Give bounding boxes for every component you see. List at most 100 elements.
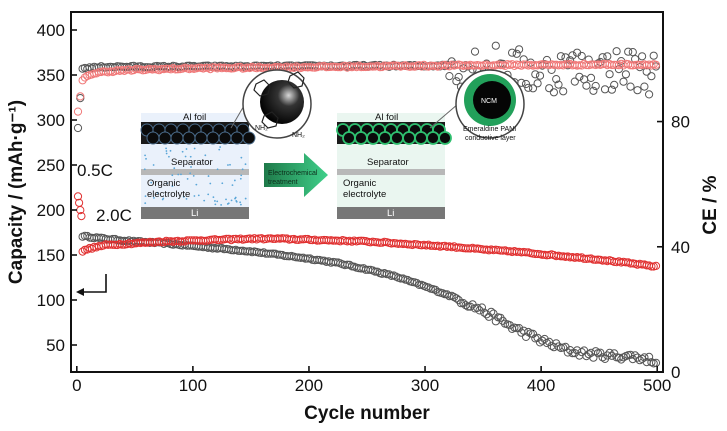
coated-particle <box>342 131 356 145</box>
capacity-pristine-point <box>540 334 549 344</box>
aniline-dot <box>193 147 196 150</box>
ce-pristine-point <box>645 90 654 99</box>
coated-particle <box>366 131 380 145</box>
annotation-0-5c: 0.5C <box>77 161 113 180</box>
capacity-pristine-point <box>473 303 482 312</box>
capacity-pristine-point <box>512 324 521 333</box>
aniline-dot <box>153 196 155 199</box>
capacity-coated-point <box>651 261 661 270</box>
coated-particle <box>378 131 392 145</box>
inset-left-electrolyte-1: Organic <box>147 178 181 189</box>
ce-pristine-point <box>619 77 628 86</box>
capacity-coated-point <box>87 244 97 253</box>
capacity-pristine-point <box>477 303 486 312</box>
capacity-0.5C-initial-point <box>77 212 86 221</box>
aniline-dot <box>220 204 223 206</box>
inset-right-li: Li <box>387 208 394 219</box>
aniline-dot <box>144 202 147 205</box>
aniline-dot <box>195 183 198 186</box>
x-tick-label: 400 <box>527 376 555 395</box>
ce-pristine-point <box>649 51 658 60</box>
ce-pristine-point <box>603 52 612 61</box>
ce-pristine-point <box>626 82 635 91</box>
aniline-dot <box>169 149 172 152</box>
aniline-dot <box>239 177 242 180</box>
aniline-dot <box>143 168 146 171</box>
capacity-pristine-point <box>640 353 649 362</box>
inset-arrow-label-2: treatment <box>268 179 298 186</box>
ce-coated-point <box>80 73 90 82</box>
capacity-pristine-point <box>528 329 538 338</box>
ce-pristine-point <box>568 51 577 60</box>
aniline-dot <box>166 182 168 185</box>
capacity-pristine-point <box>591 347 600 356</box>
ce-pristine-point <box>531 70 540 79</box>
coated-particle <box>414 131 428 145</box>
ce-pristine-point <box>607 85 617 94</box>
y-left-tick-label: 100 <box>37 291 65 310</box>
capacity-coated-point <box>78 247 87 256</box>
ce-pristine-point <box>591 81 600 91</box>
aniline-dot <box>181 150 184 153</box>
aniline-dot <box>229 163 231 166</box>
x-tick-label: 300 <box>411 376 439 395</box>
ce-pristine-point <box>610 80 619 90</box>
ce-pristine-point <box>586 73 596 83</box>
ncm-particle <box>158 131 172 145</box>
aniline-dot <box>182 195 185 198</box>
aniline-dot <box>192 174 195 177</box>
aniline-dot <box>234 196 237 199</box>
aniline-dot <box>177 173 180 176</box>
aniline-dot <box>231 184 234 187</box>
inset-ncm-label: NCM <box>481 98 497 105</box>
ce-pristine-point <box>545 84 554 93</box>
ce-pristine-point <box>628 48 637 57</box>
aniline-dot <box>203 199 206 202</box>
inset-pani-label-1: Emeraldine PANI <box>463 126 516 133</box>
aniline-dot <box>216 200 219 203</box>
ce-pristine-point <box>559 87 568 96</box>
capacity-pristine-point <box>452 294 461 303</box>
aniline-dot <box>219 146 222 148</box>
capacity-pristine-point <box>412 279 421 288</box>
ce-pristine-point <box>454 72 463 82</box>
y-axis-left-title: Capacity / (mAh·g⁻¹) <box>6 100 27 284</box>
aniline-dot <box>221 182 224 185</box>
left-axis-arrow <box>76 274 107 296</box>
aniline-dot <box>144 195 147 198</box>
left-particles <box>140 123 256 145</box>
capacity-pristine-point <box>631 351 640 360</box>
ce-pristine-point <box>470 47 480 56</box>
x-tick-label: 100 <box>179 376 207 395</box>
x-tick-label: 500 <box>643 376 671 395</box>
capacity-pristine-point <box>487 307 496 316</box>
aniline-dot <box>212 196 215 199</box>
ce-pristine-point <box>624 47 633 56</box>
ce-pristine-point <box>507 48 517 57</box>
ce-pristine-point <box>517 78 526 87</box>
ce-pristine-point <box>452 77 461 86</box>
ce-pristine-point <box>556 52 566 61</box>
ce-coated-point <box>651 60 661 69</box>
aniline-dot <box>165 150 168 152</box>
aniline-dot <box>189 155 192 158</box>
ce-pristine-point <box>491 41 500 50</box>
aniline-dot <box>227 164 229 166</box>
aniline-dot <box>235 200 238 203</box>
ce-coated-point <box>647 61 656 70</box>
aniline-dot <box>185 148 188 150</box>
y-left-tick-label: 200 <box>37 201 65 220</box>
ce-pristine-point <box>549 88 559 97</box>
aniline-dot <box>240 174 243 177</box>
capacity-pristine-point <box>598 353 607 362</box>
coated-particle <box>438 131 452 145</box>
ce-pristine-point <box>570 77 579 86</box>
ce-pristine-point <box>640 82 649 91</box>
aniline-dot <box>150 181 153 184</box>
capacity-pristine-point <box>605 348 614 357</box>
aniline-dot <box>186 178 189 180</box>
ce-pristine-point <box>445 72 454 81</box>
